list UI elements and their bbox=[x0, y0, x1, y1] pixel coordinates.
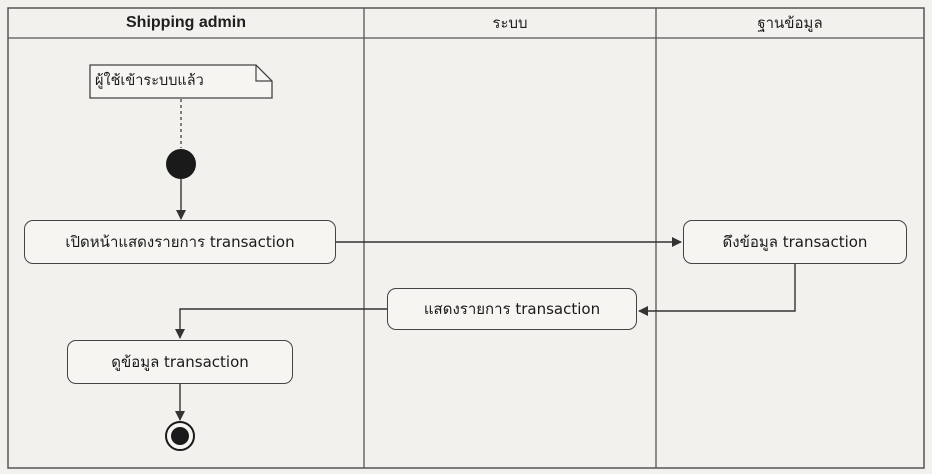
note-shape bbox=[89, 64, 273, 99]
lane-title-system: ระบบ bbox=[492, 14, 528, 32]
initial-node bbox=[166, 149, 196, 179]
swimlane-frame bbox=[7, 7, 925, 469]
final-node-core bbox=[171, 427, 189, 445]
lane-title-database: ฐานข้อมูล bbox=[757, 14, 823, 32]
note-fold bbox=[255, 65, 272, 82]
flow-show-to-view bbox=[175, 308, 387, 339]
activity-show-transaction-list: แสดงรายการ transaction bbox=[387, 288, 637, 330]
activity-view-transaction-data: ดูข้อมูล transaction bbox=[67, 340, 293, 384]
note-text: ผู้ใช้เข้าระบบแล้ว bbox=[95, 73, 204, 89]
activity-fetch-transaction-data: ดึงข้อมูล transaction bbox=[683, 220, 907, 264]
lane-title-shipping-admin: Shipping admin bbox=[126, 14, 246, 31]
activity-open-transaction-page: เปิดหน้าแสดงรายการ transaction bbox=[24, 220, 336, 264]
flow-fetch-to-show bbox=[638, 264, 796, 316]
